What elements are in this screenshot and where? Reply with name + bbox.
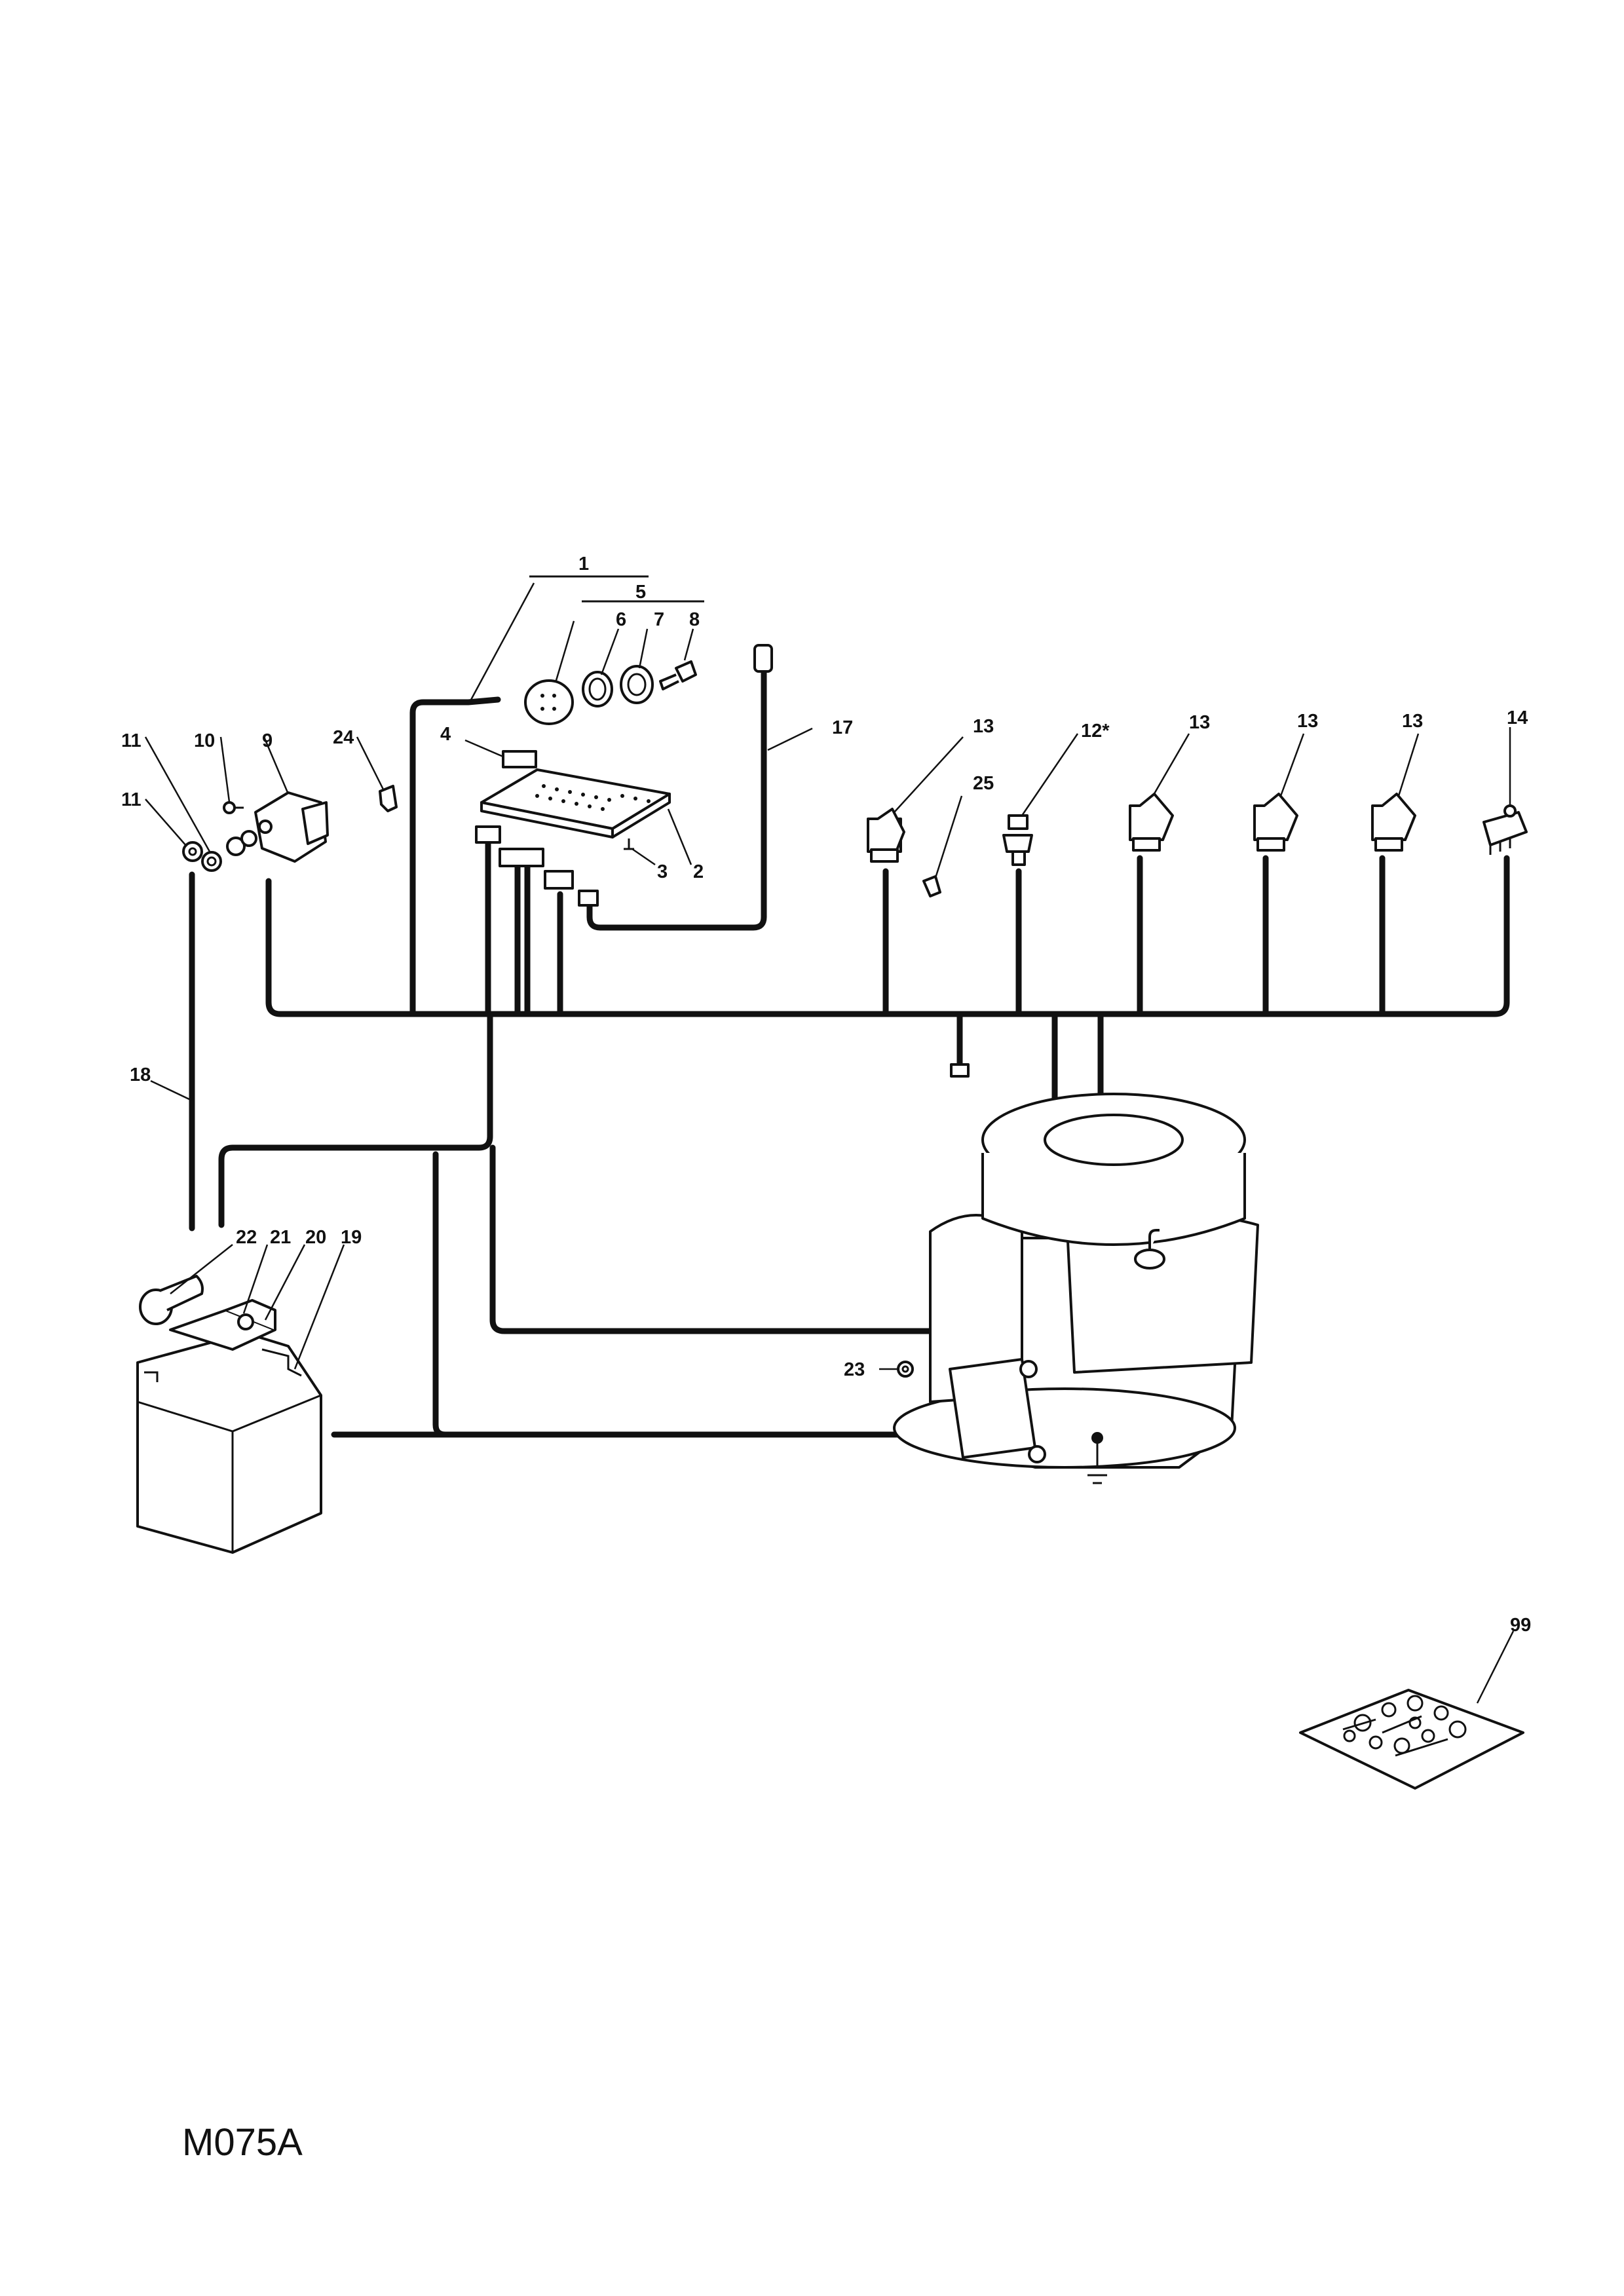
- neutral-switch: [1002, 814, 1033, 866]
- connector-d: [578, 890, 599, 907]
- washer: [201, 851, 222, 872]
- relay-14: [1482, 804, 1528, 855]
- callout-7: 7: [654, 609, 664, 630]
- engine-nut: [897, 1361, 914, 1378]
- callout-2: 2: [693, 861, 704, 882]
- cable-clip: [379, 785, 398, 812]
- callout-24: 24: [333, 727, 354, 748]
- callout-6: 6: [616, 609, 626, 630]
- callout-13-third: 13: [1297, 711, 1318, 732]
- ignition-switch: [524, 679, 574, 725]
- connector-c: [544, 870, 574, 890]
- callout-4: 4: [440, 724, 451, 745]
- callout-17: 17: [832, 717, 853, 738]
- ring-nut: [620, 665, 654, 704]
- callout-5: 5: [635, 582, 646, 603]
- callout-11-lower: 11: [121, 789, 142, 810]
- control-module: [464, 739, 692, 866]
- ignition-key: [659, 660, 697, 690]
- drawing-code: M075A: [182, 2121, 303, 2164]
- solenoid-screw: [223, 801, 244, 814]
- brake-switch: [1253, 793, 1298, 852]
- callout-13-first: 13: [973, 716, 994, 737]
- callout-99: 99: [1510, 1615, 1531, 1636]
- screw: [624, 838, 634, 850]
- callout-25: 25: [973, 773, 994, 794]
- lead-17-terminal: [753, 644, 773, 673]
- terminal-cover: [139, 1275, 204, 1325]
- callout-8: 8: [689, 609, 700, 630]
- callout-9: 9: [262, 730, 273, 751]
- key-switch-assembly: [469, 575, 704, 725]
- callout-19: 19: [341, 1227, 362, 1248]
- callout-23: 23: [844, 1359, 865, 1380]
- callout-13-fourth: 13: [1402, 711, 1423, 732]
- engine: [893, 1093, 1259, 1484]
- hex-nut: [182, 841, 203, 862]
- callout-20: 20: [305, 1227, 326, 1248]
- callout-10: 10: [194, 730, 215, 751]
- starter-solenoid: [226, 791, 329, 863]
- ground-symbol: [1082, 1432, 1112, 1484]
- callout-22: 22: [236, 1227, 257, 1248]
- seat-switch: [867, 808, 905, 863]
- callout-18: 18: [130, 1064, 151, 1085]
- reverse-switch: [1371, 793, 1416, 852]
- callout-1: 1: [578, 554, 589, 574]
- spring-nut: [582, 671, 613, 707]
- strap-bolt: [237, 1313, 254, 1330]
- callout-12: 12*: [1081, 721, 1110, 742]
- connector-e: [950, 1063, 970, 1078]
- wiring-harness: [189, 658, 1510, 1438]
- callout-11-upper: 11: [121, 730, 142, 751]
- harness-connectors: [475, 825, 970, 1078]
- pto-switch: [1129, 793, 1174, 852]
- battery: [136, 1332, 322, 1554]
- callout-21: 21: [270, 1227, 291, 1248]
- connector-b: [499, 848, 544, 867]
- callout-labels: 1 5 6 7 8 4 3 2 17 24 9 10 11 11 13 25 1…: [121, 554, 1531, 1636]
- connector-a: [475, 825, 501, 844]
- callout-14: 14: [1507, 707, 1528, 728]
- callout-13-second: 13: [1189, 712, 1210, 733]
- hardware-bag: [1299, 1689, 1524, 1790]
- callout-3: 3: [657, 861, 668, 882]
- fuse-clip: [922, 875, 941, 897]
- relay-block: [502, 750, 537, 768]
